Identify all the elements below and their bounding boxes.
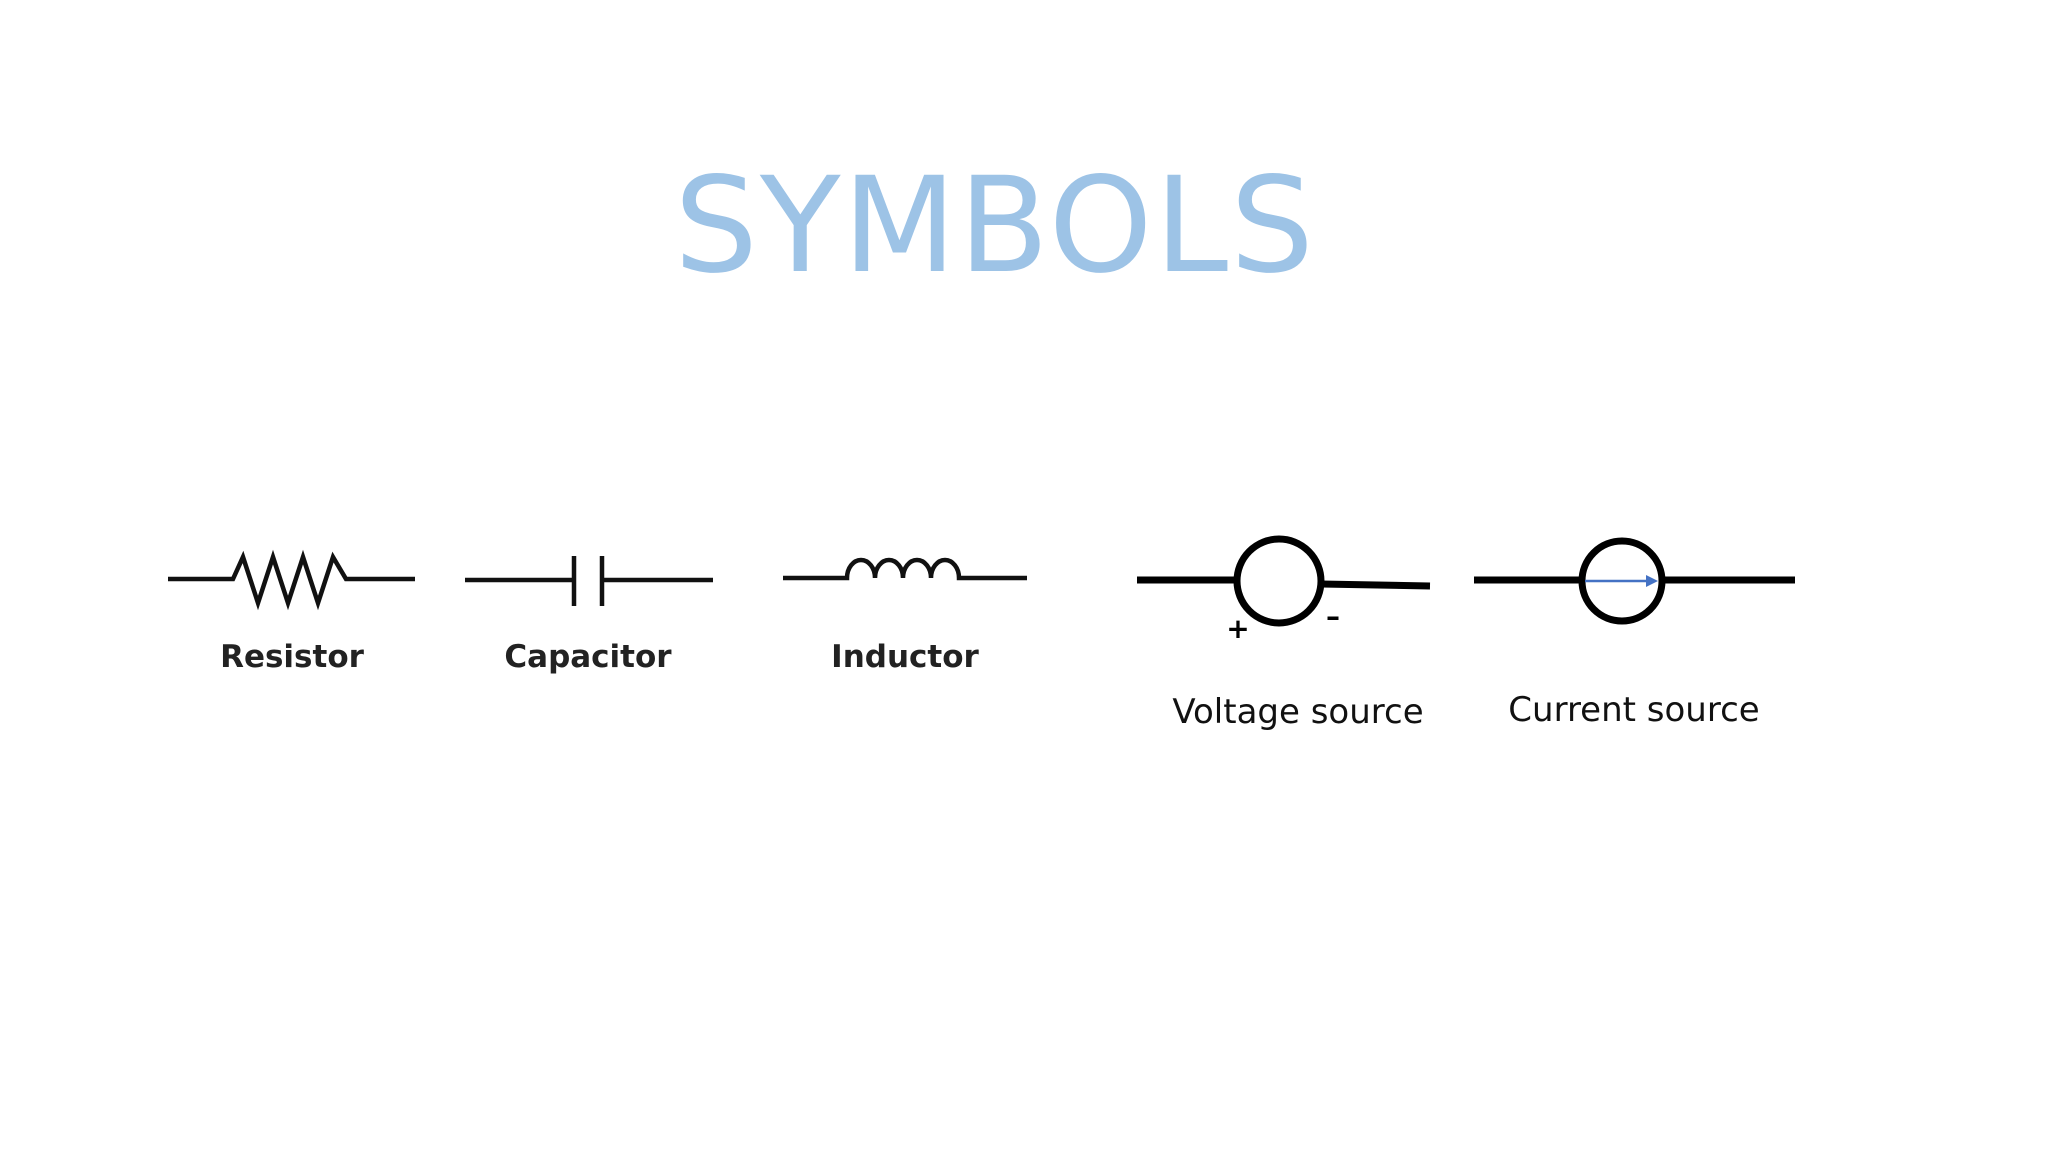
slide-title: SYMBOLS (674, 149, 1316, 303)
resistor-label: Resistor (220, 639, 365, 675)
voltage-source-lead-right (1320, 580, 1431, 590)
resistor-zigzag (168, 549, 415, 611)
voltage-source-minus: – (1326, 600, 1340, 633)
inductor-coil (783, 557, 1027, 581)
capacitor-symbol: Capacitor (465, 556, 713, 675)
voltage-source-plus: + (1226, 612, 1249, 645)
voltage-source-circle (1233, 535, 1325, 627)
voltage-source-label: Voltage source (1172, 692, 1423, 732)
resistor-symbol: Resistor (168, 549, 415, 675)
voltage-source-symbol: + – Voltage source (1137, 535, 1431, 732)
current-source-arrow-head (1646, 575, 1658, 587)
capacitor-label: Capacitor (504, 639, 672, 675)
current-source-label: Current source (1508, 690, 1759, 730)
inductor-label: Inductor (831, 639, 979, 675)
inductor-symbol: Inductor (783, 557, 1027, 675)
current-source-symbol: Current source (1474, 537, 1795, 730)
